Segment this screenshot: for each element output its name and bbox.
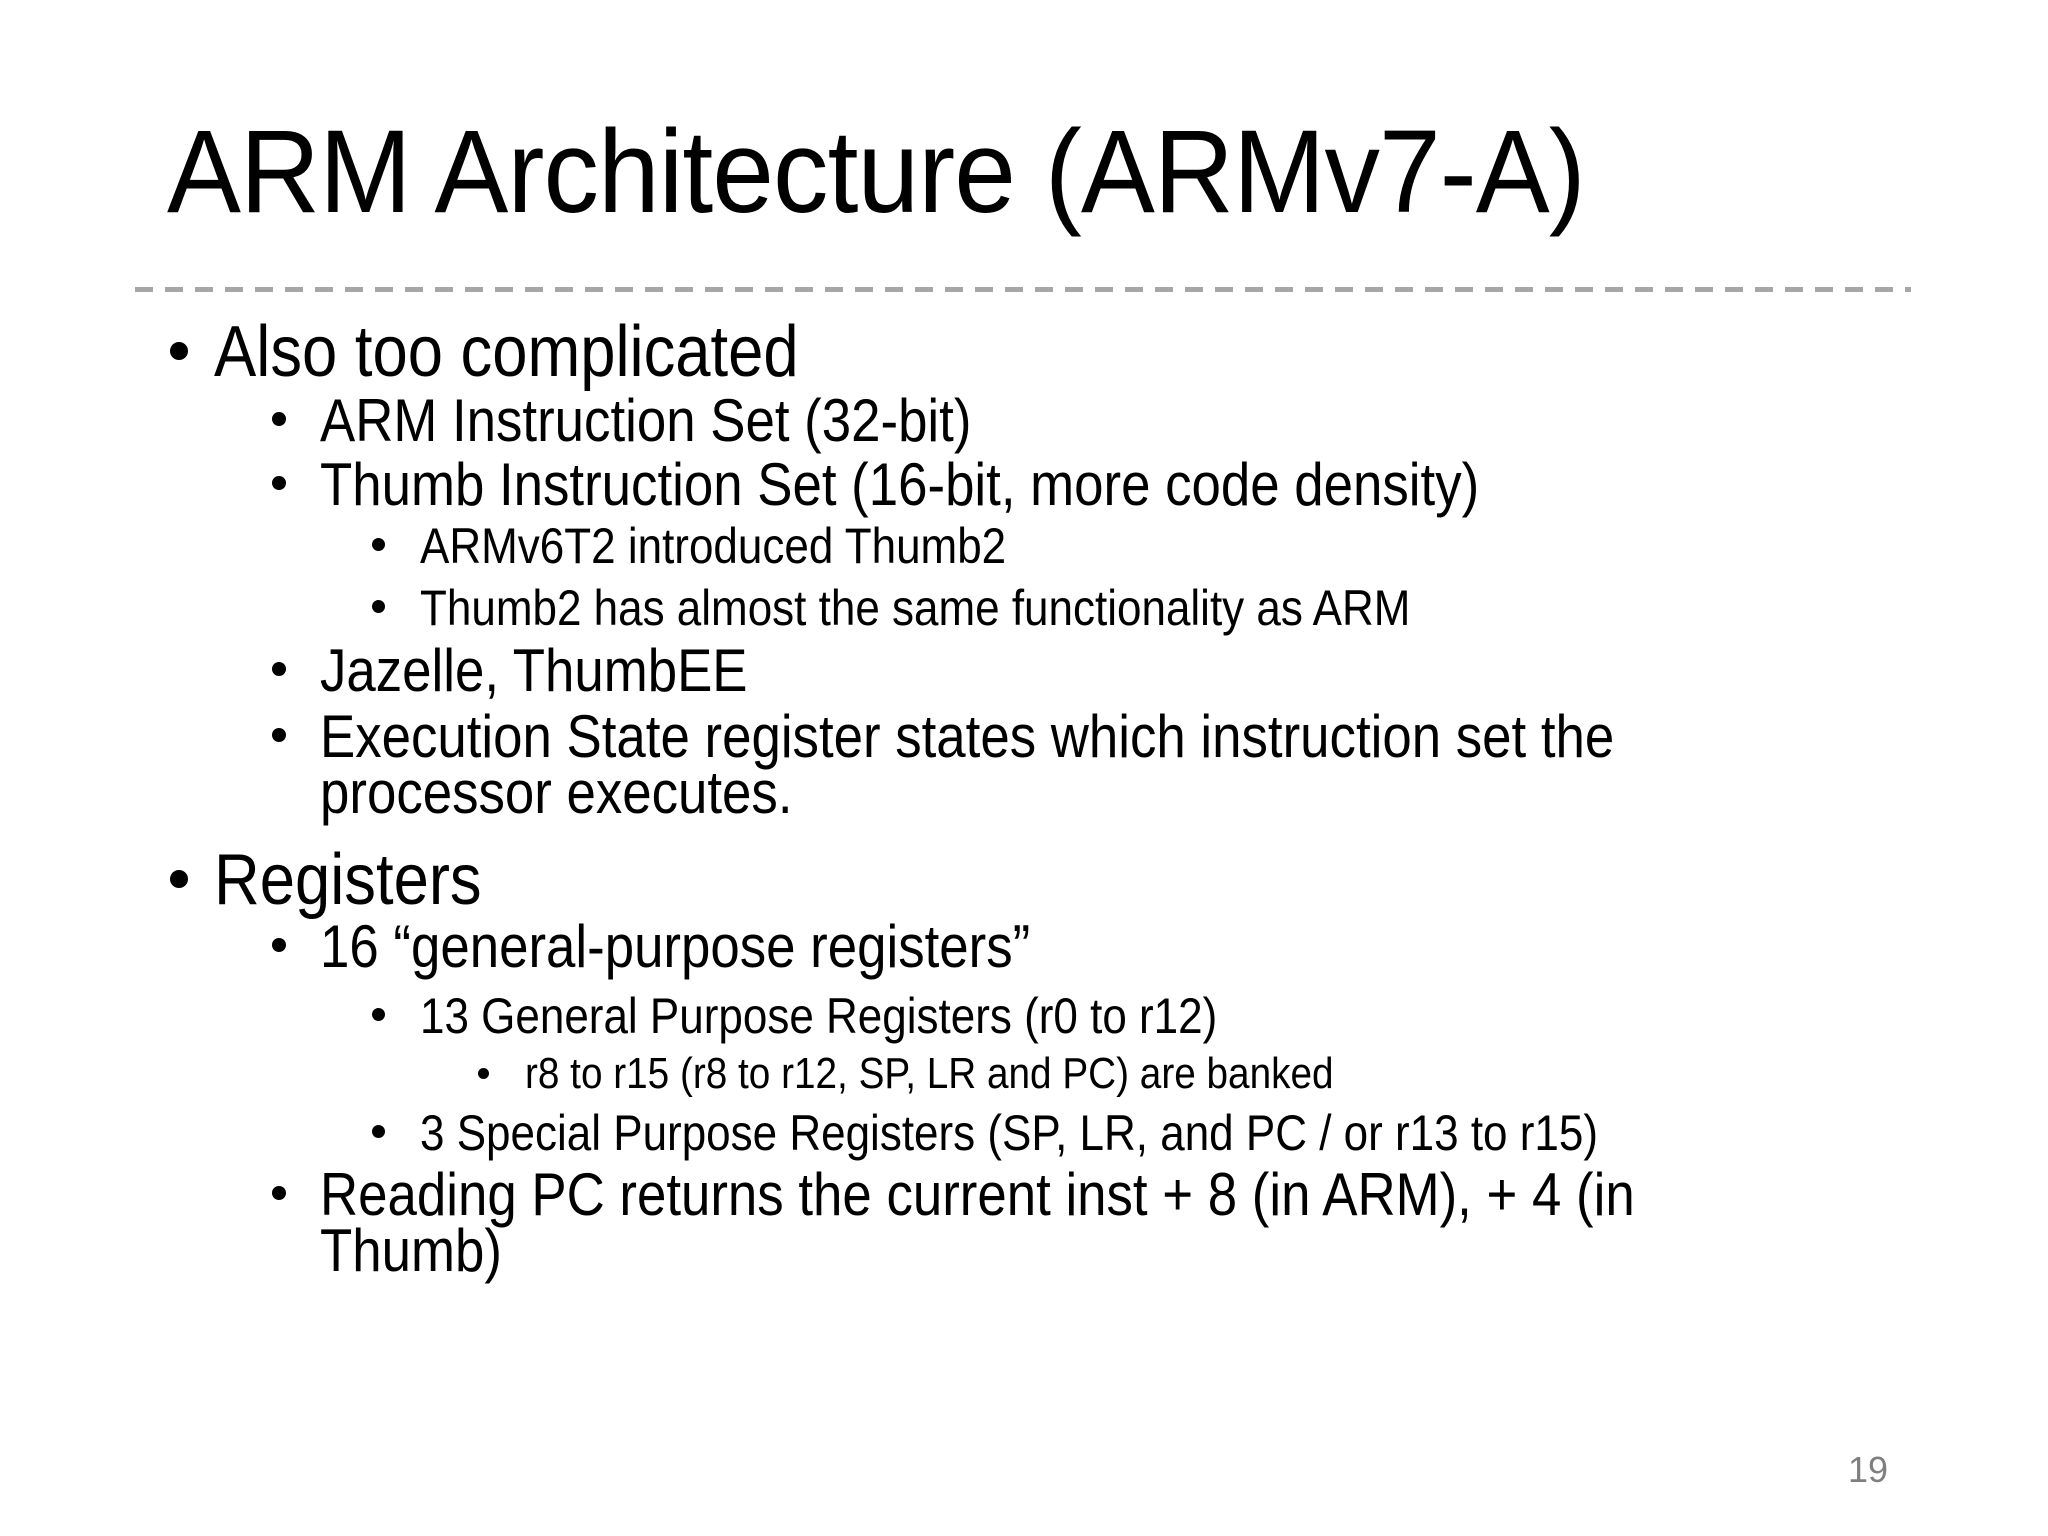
bullet-icon: [272, 662, 286, 676]
bullet-icon: [272, 728, 286, 742]
bullet-icon: [372, 1125, 385, 1138]
bullet-icon: [372, 538, 385, 551]
list-item-text: 3 Special Purpose Registers (SP, LR, and…: [420, 1105, 1598, 1161]
list-item-text: Thumb Instruction Set (16-bit, more code…: [320, 451, 1480, 518]
list-item: Execution State register states which in…: [272, 703, 1791, 826]
bullet-icon: [272, 1186, 286, 1200]
list-item: ARM Instruction Set (32-bit): [272, 387, 1060, 454]
list-item: r8 to r15 (r8 to r12, SP, LR and PC) are…: [478, 1052, 1444, 1096]
bullet-icon: [478, 1068, 489, 1079]
list-item: ARMv6T2 introduced Thumb2: [372, 521, 1086, 571]
list-item: Jazelle, ThumbEE: [272, 637, 806, 704]
slide-title: ARM Architecture (ARMv7-A): [167, 106, 1586, 238]
list-item-text: ARM Instruction Set (32-bit): [320, 387, 972, 454]
list-item: Thumb2 has almost the same functionality…: [372, 583, 1546, 633]
bullet-icon: [372, 600, 385, 613]
list-item-text: ARMv6T2 introduced Thumb2: [420, 518, 1007, 574]
bullet-icon: [170, 870, 188, 888]
list-item-text: r8 to r15 (r8 to r12, SP, LR and PC) are…: [525, 1049, 1334, 1098]
bullet-icon: [272, 412, 286, 426]
bullet-icon: [272, 938, 286, 952]
list-item-text: 13 General Purpose Registers (r0 to r12): [420, 988, 1218, 1044]
list-item: Registers: [170, 844, 518, 916]
bullet-icon: [272, 476, 286, 490]
list-item-text: Jazelle, ThumbEE: [320, 637, 748, 704]
list-item: Thumb Instruction Set (16-bit, more code…: [272, 451, 1637, 518]
list-item: 13 General Purpose Registers (r0 to r12): [372, 991, 1326, 1041]
bullet-icon: [372, 1008, 385, 1021]
list-item-text: Thumb2 has almost the same functionality…: [420, 580, 1411, 636]
list-item-text: Reading PC returns the current inst + 8 …: [320, 1161, 1635, 1284]
list-item-text: Registers: [214, 840, 482, 920]
list-item-text: Also too complicated: [214, 312, 799, 392]
list-item: 3 Special Purpose Registers (SP, LR, and…: [372, 1108, 1759, 1158]
title-divider-dashed-line: [135, 287, 1911, 292]
page-number: 19: [1848, 1449, 1889, 1490]
list-item: Also too complicated: [170, 316, 878, 388]
list-item-text: Execution State register states which in…: [320, 703, 1615, 826]
list-item-text: 16 “general-purpose registers”: [320, 913, 1031, 980]
list-item: 16 “general-purpose registers”: [272, 913, 1127, 980]
bullet-icon: [170, 342, 188, 360]
list-item: Reading PC returns the current inst + 8 …: [272, 1161, 1814, 1284]
